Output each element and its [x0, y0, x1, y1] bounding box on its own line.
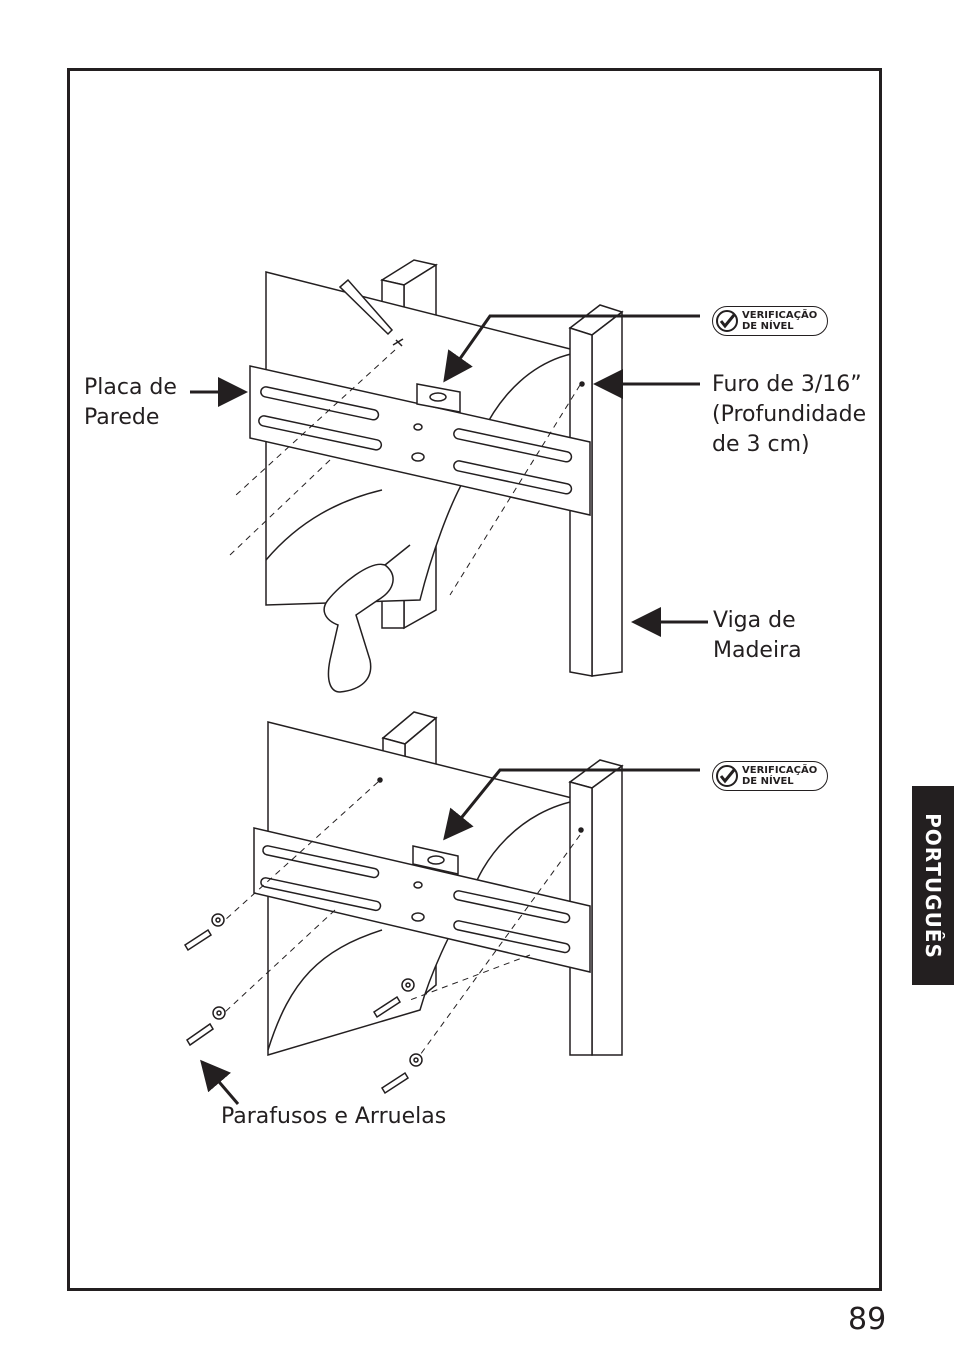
wall-plate: [249, 365, 591, 516]
pencil: [338, 278, 404, 347]
badge-line1: VERIFICAÇÃO: [742, 765, 818, 776]
badge-line2: DE NÍVEL: [742, 321, 794, 332]
bubble-level: [416, 383, 461, 413]
level-check-badge-top: VERIFICAÇÃO DE NÍVEL: [712, 306, 828, 336]
label-screws: Parafusos e Arruelas: [221, 1104, 447, 1129]
language-tab: PORTUGUÊS: [912, 786, 954, 985]
label-wall-plate: Placa de Parede: [84, 375, 177, 430]
badge-line2: DE NÍVEL: [742, 776, 794, 787]
page-number: 89: [848, 1302, 887, 1337]
badge-line1: VERIFICAÇÃO: [742, 310, 818, 321]
top-diagram: [229, 259, 624, 693]
bottom-diagram: [183, 711, 624, 1095]
check-circle-icon: [716, 310, 738, 332]
bubble-level-bottom: [412, 845, 459, 875]
screws-and-washers: [183, 913, 423, 1095]
level-check-badge-bottom: VERIFICAÇÃO DE NÍVEL: [712, 761, 828, 791]
language-tab-label: PORTUGUÊS: [921, 812, 945, 959]
front-stud: [568, 304, 624, 677]
label-stud: Viga de Madeira: [713, 608, 802, 663]
illustration-frame: [67, 68, 882, 1291]
drill: [323, 544, 411, 693]
label-hole: Furo de 3/16” (Profundidade de 3 cm): [712, 372, 867, 457]
check-circle-icon: [716, 765, 738, 787]
